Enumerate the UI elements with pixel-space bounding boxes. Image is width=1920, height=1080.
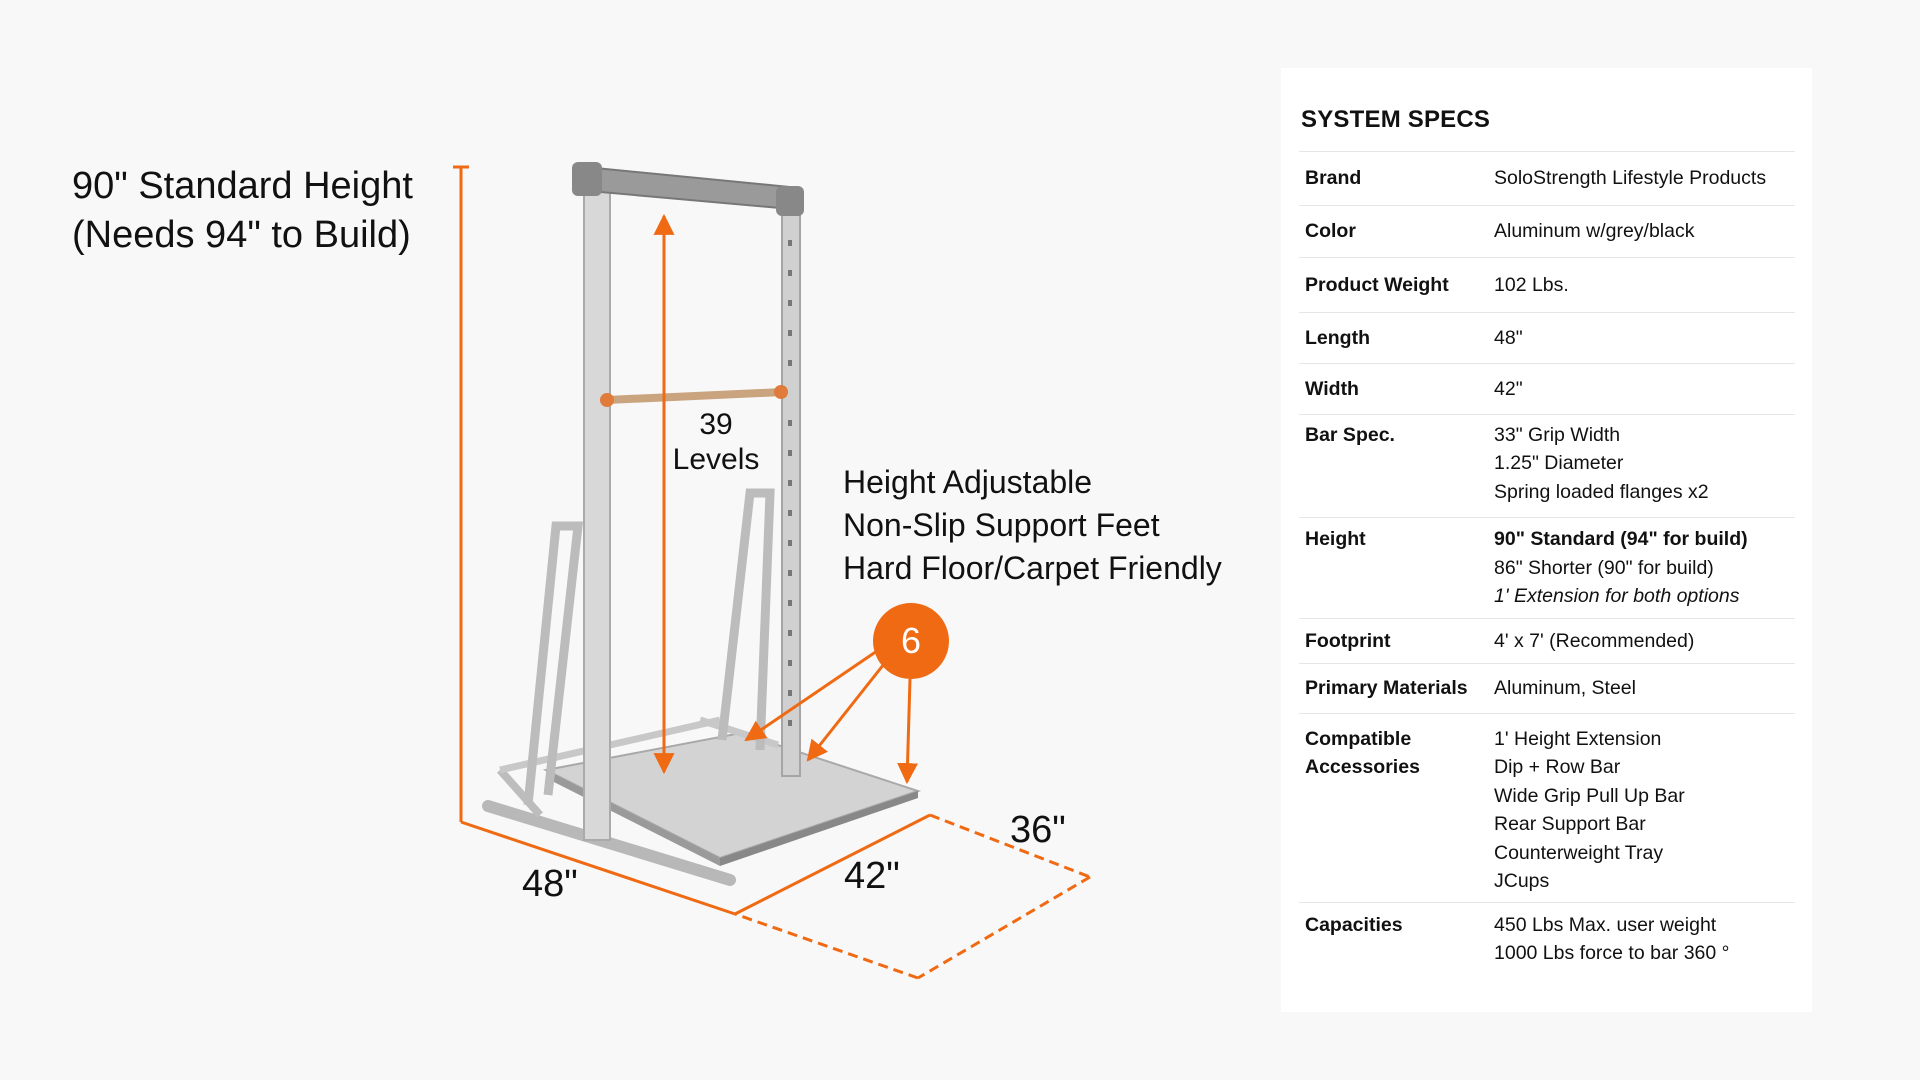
spec-value: 450 Lbs Max. user weight [1494, 913, 1717, 936]
spec-label: Compatible Accessories [1305, 727, 1420, 779]
spec-values: 42" [1494, 375, 1795, 404]
spec-label: Capacities [1305, 913, 1403, 936]
spec-value: Wide Grip Pull Up Bar [1494, 784, 1685, 807]
spec-value: Rear Support Bar [1494, 813, 1646, 835]
spec-value: Counterweight Tray [1494, 841, 1664, 864]
spec-value: 102 Lbs. [1494, 274, 1569, 296]
spec-value: 4' x 7' (Recommended) [1494, 629, 1695, 652]
footprint-dashed-outline [734, 813, 1091, 980]
spec-value: 33" Grip Width [1494, 423, 1621, 446]
height-headline: 90" Standard Height (Needs 94" to Build) [72, 162, 413, 259]
feature-list: Height Adjustable Non-Slip Support Feet … [843, 461, 1222, 591]
spec-value: Spring loaded flanges x2 [1494, 480, 1709, 503]
spec-values: Aluminum, Steel [1494, 674, 1795, 703]
spec-value: SoloStrength Lifestyle Products [1494, 167, 1767, 189]
spec-value: JCups [1494, 870, 1550, 892]
spec-value: 1' Height Extension [1494, 727, 1662, 750]
headline-line-1: 90" Standard Height [72, 165, 413, 207]
levels-text: Levels [672, 442, 760, 476]
spec-value: Dip + Row Bar [1494, 756, 1621, 778]
levels-label: 39 Levels [660, 408, 772, 477]
spec-label: Color [1305, 219, 1356, 242]
spec-label: Product Weight [1305, 274, 1449, 296]
spec-values: 48" [1494, 324, 1795, 353]
spec-value: 1000 Lbs force to bar 360 ° [1494, 942, 1730, 964]
spec-row: Compatible Accessories 1' Height Extensio… [1299, 712, 1795, 902]
width-dimension-label: 42" [844, 855, 900, 897]
spec-value: 42" [1494, 378, 1523, 400]
feature-item: Non-Slip Support Feet [843, 507, 1160, 544]
system-specs-card: SYSTEM SPECS Brand SoloStrength Lifestyle… [1281, 68, 1812, 1012]
spec-label: Primary Materials [1305, 677, 1468, 699]
height-dimension-line [453, 165, 931, 916]
feature-item: Height Adjustable [843, 464, 1093, 500]
spec-value: 1' Extension for both options [1494, 585, 1740, 607]
headline-line-2: (Needs 94" to Build) [72, 213, 411, 256]
levels-number: 39 [699, 408, 733, 441]
spec-values: 4' x 7' (Recommended) [1494, 627, 1795, 656]
spec-value: Aluminum, Steel [1494, 677, 1636, 699]
spec-row: Length 48" [1299, 311, 1795, 364]
feet-count-badge: 6 [873, 603, 949, 679]
spec-value: 86" Shorter (90" for build) [1494, 556, 1714, 579]
spec-value: 48" [1494, 326, 1523, 349]
spec-row: Capacities 450 Lbs Max. user weight 1000 L… [1299, 901, 1795, 976]
spec-row: Color Aluminum w/grey/black [1299, 204, 1795, 258]
spec-label: Brand [1305, 167, 1362, 189]
spec-value: Aluminum w/grey/black [1494, 219, 1695, 242]
spec-label: Length [1305, 326, 1370, 349]
spec-values: 450 Lbs Max. user weight 1000 Lbs force t… [1494, 911, 1795, 968]
spec-row: Product Weight 102 Lbs. [1299, 257, 1795, 312]
spec-label: Height [1305, 528, 1366, 550]
spec-value: 90" Standard (94" for build) [1494, 528, 1748, 550]
spec-values: SoloStrength Lifestyle Products [1494, 164, 1795, 193]
spec-label: Width [1305, 378, 1359, 400]
spec-row: Primary Materials Aluminum, Steel [1299, 663, 1795, 713]
spec-value: 1.25" Diameter [1494, 452, 1624, 474]
length-dimension-label: 48" [522, 863, 578, 905]
clearance-dimension-label: 36" [1010, 809, 1066, 851]
spec-values: Aluminum w/grey/black [1494, 217, 1795, 246]
spec-label: Footprint [1305, 629, 1391, 652]
rack-frame [482, 162, 922, 886]
specs-title: SYSTEM SPECS [1301, 106, 1491, 133]
spec-values: 90" Standard (94" for build) 86" Shorter … [1494, 525, 1795, 611]
spec-row: Height 90" Standard (94" for build) 86" Sh… [1299, 517, 1795, 618]
feature-item: Hard Floor/Carpet Friendly [843, 550, 1222, 587]
feet-arrows [744, 649, 919, 785]
spec-values: 102 Lbs. [1494, 271, 1795, 300]
spec-row: Width 42" [1299, 363, 1795, 414]
spec-label: Bar Spec. [1305, 423, 1395, 446]
spec-row: Brand SoloStrength Lifestyle Products [1299, 151, 1795, 205]
spec-row: Footprint 4' x 7' (Recommended) [1299, 617, 1795, 664]
